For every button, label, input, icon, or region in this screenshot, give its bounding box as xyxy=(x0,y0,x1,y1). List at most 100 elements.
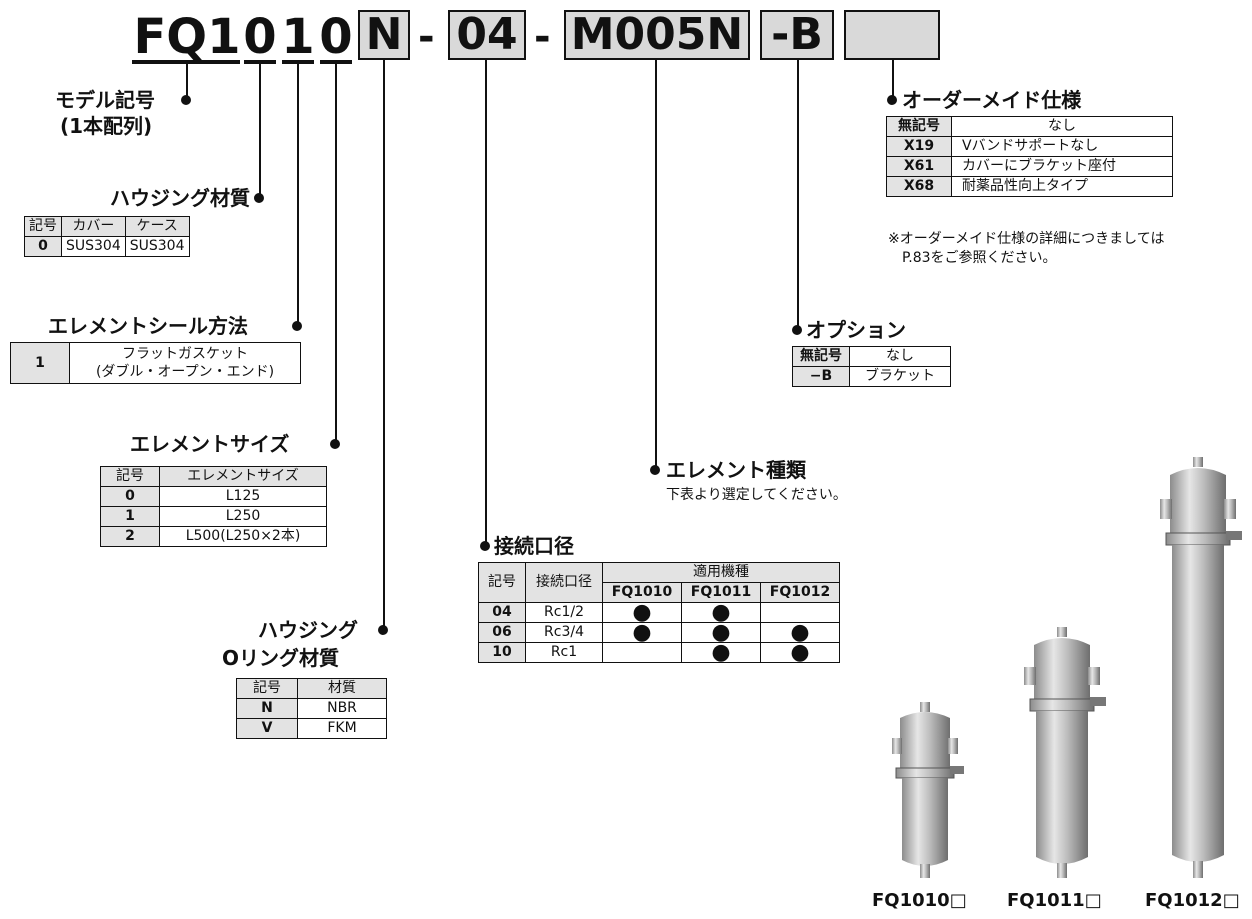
code-dash-2: - xyxy=(534,14,551,60)
hm-header-cover: カバー xyxy=(61,216,126,237)
code-oring-box: N xyxy=(358,10,410,60)
port-row2-size: Rc1 xyxy=(525,642,603,663)
port-header-size: 接続口径 xyxy=(525,562,603,603)
om-row2-symbol: X61 xyxy=(886,156,952,177)
option-table: 無記号 なし −B ブラケット xyxy=(792,346,951,387)
fq1010-caption: FQ1010□ xyxy=(872,890,967,911)
opt-row0-desc: なし xyxy=(849,346,951,367)
code-order-made-box xyxy=(844,10,940,60)
code-seal-method: 1 xyxy=(281,9,315,65)
leader-dot-seal xyxy=(292,321,302,331)
oring-heading-line2: Oリング材質 xyxy=(222,646,340,670)
model-symbol-label: モデル記号 xyxy=(55,88,155,112)
es-row2-symbol: 2 xyxy=(100,526,160,547)
or-header-symbol: 記号 xyxy=(236,678,298,699)
seal-method-heading: エレメントシール方法 xyxy=(48,314,248,338)
port-row2-mark1: ● xyxy=(681,642,761,664)
order-made-note-line2: P.83をご参照ください。 xyxy=(902,250,1057,266)
es-header-size: エレメントサイズ xyxy=(159,466,327,487)
es-row0-size: L125 xyxy=(159,486,327,507)
housing-material-heading: ハウジング材質 xyxy=(110,186,250,210)
code-seal-method-underline xyxy=(282,60,314,64)
fq1012-housing-image xyxy=(1160,457,1242,878)
port-row0-mark1: ● xyxy=(681,602,761,624)
port-row1-size: Rc3/4 xyxy=(525,622,603,643)
hm-row-symbol: 0 xyxy=(24,236,62,257)
es-row1-size: L250 xyxy=(159,506,327,527)
seal-row-symbol: 1 xyxy=(10,342,70,384)
leader-model-h xyxy=(186,64,188,100)
port-model-fq1011: FQ1011 xyxy=(681,582,761,603)
port-row2-mark0 xyxy=(602,642,682,663)
fq1011-caption: FQ1011□ xyxy=(1007,890,1102,911)
element-size-heading: エレメントサイズ xyxy=(130,432,290,456)
code-housing-material-underline xyxy=(244,60,276,64)
hm-row-cover: SUS304 xyxy=(61,236,126,257)
leader-housing xyxy=(259,64,261,198)
om-row0-desc: なし xyxy=(951,116,1173,137)
leader-option xyxy=(797,60,799,330)
opt-row0-symbol: 無記号 xyxy=(792,346,850,367)
element-type-note: 下表より選定してください。 xyxy=(666,487,847,503)
or-row0-symbol: N xyxy=(236,698,298,719)
option-heading: オプション xyxy=(806,318,906,342)
seal-row-desc-line2: (ダブル・オープン・エンド) xyxy=(95,364,275,380)
leader-element-type xyxy=(655,60,657,470)
element-size-table: 記号 エレメントサイズ 0 L125 1 L250 2 L500(L250×2本… xyxy=(100,466,327,547)
code-element-type-box: M005N xyxy=(564,10,750,60)
hm-header-case: ケース xyxy=(124,216,190,237)
es-row2-size: L500(L250×2本) xyxy=(159,526,327,547)
es-row0-symbol: 0 xyxy=(100,486,160,507)
element-type-heading: エレメント種類 xyxy=(666,458,806,482)
order-made-table: 無記号 なし X19 Vバンドサポートなし X61 カバーにブラケット座付 X6… xyxy=(886,116,1173,197)
code-dash-1: - xyxy=(418,14,435,60)
port-model-fq1012: FQ1012 xyxy=(760,582,840,603)
leader-dot-option xyxy=(792,325,802,335)
leader-dot-order-made xyxy=(887,95,897,105)
seal-row-desc: フラットガスケット (ダブル・オープン・エンド) xyxy=(69,342,301,384)
om-row3-symbol: X68 xyxy=(886,176,952,197)
es-header-symbol: 記号 xyxy=(100,466,160,487)
seal-row-desc-line1: フラットガスケット xyxy=(122,346,248,362)
om-row1-desc: Vバンドサポートなし xyxy=(951,136,1173,157)
port-row2-mark2: ● xyxy=(760,642,840,664)
hm-header-symbol: 記号 xyxy=(24,216,62,237)
seal-method-table: 1 フラットガスケット (ダブル・オープン・エンド) xyxy=(10,342,301,384)
port-header-symbol: 記号 xyxy=(478,562,526,603)
port-row0-size: Rc1/2 xyxy=(525,602,603,623)
leader-dot-element-type xyxy=(650,465,660,475)
code-element-size-underline xyxy=(320,60,352,64)
or-row1-symbol: V xyxy=(236,718,298,739)
code-option-box: -B xyxy=(760,10,834,60)
leader-dot-port xyxy=(480,541,490,551)
code-housing-material: 0 xyxy=(243,9,277,65)
fq1011-housing-image xyxy=(1024,627,1106,878)
code-prefix-underline xyxy=(132,60,240,64)
port-row1-symbol: 06 xyxy=(478,622,526,643)
leader-dot-model xyxy=(181,95,191,105)
om-row1-symbol: X19 xyxy=(886,136,952,157)
hm-row-case: SUS304 xyxy=(124,236,190,257)
leader-dot-housing xyxy=(254,193,264,203)
order-made-note-line1: ※オーダーメイド仕様の詳細につきましては xyxy=(888,231,1165,247)
leader-dot-size xyxy=(330,439,340,449)
or-row0-material: NBR xyxy=(297,698,387,719)
port-header-models: 適用機種 xyxy=(602,562,840,583)
opt-row1-desc: ブラケット xyxy=(849,366,951,387)
leader-port xyxy=(485,60,487,546)
port-row0-mark0: ● xyxy=(602,602,682,624)
or-header-material: 材質 xyxy=(297,678,387,699)
port-row0-symbol: 04 xyxy=(478,602,526,623)
oring-heading-line1: ハウジング xyxy=(258,618,358,642)
code-prefix: FQ1 xyxy=(133,9,241,65)
code-element-size: 0 xyxy=(319,9,353,65)
port-heading: 接続口径 xyxy=(494,534,574,558)
fq1012-caption: FQ1012□ xyxy=(1145,890,1240,911)
om-row3-desc: 耐薬品性向上タイプ xyxy=(951,176,1173,197)
or-row1-material: FKM xyxy=(297,718,387,739)
es-row1-symbol: 1 xyxy=(100,506,160,527)
leader-seal xyxy=(297,64,299,326)
leader-oring xyxy=(383,60,385,630)
oring-table: 記号 材質 N NBR V FKM xyxy=(236,678,387,739)
om-row0-symbol: 無記号 xyxy=(886,116,952,137)
